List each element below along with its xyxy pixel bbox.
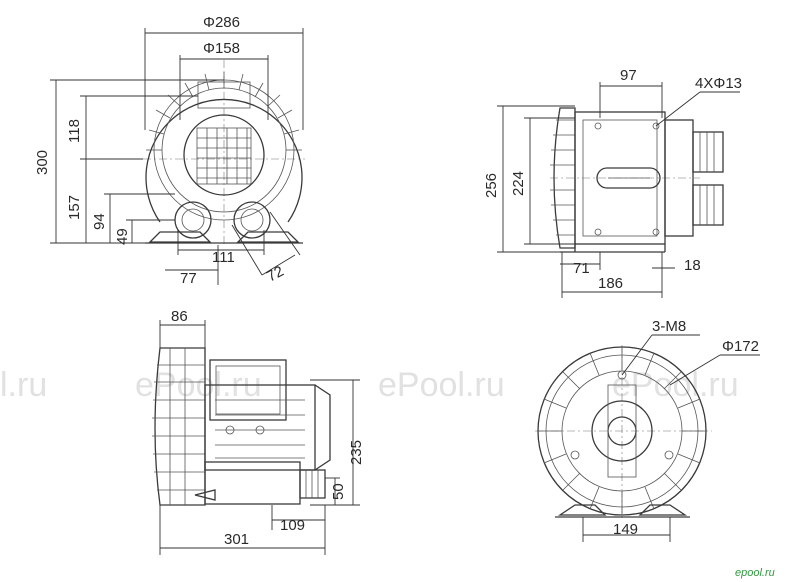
dim-upper: 118 (66, 119, 83, 143)
dim-port-offset: 109 (280, 517, 305, 534)
dim-bolts: 4XΦ13 (695, 75, 742, 92)
dim-right-offset: 18 (684, 257, 701, 274)
dim-foot-width: 149 (613, 521, 638, 538)
watermark-3: ePool.ru (378, 366, 505, 404)
dim-port-spacing: 111 (212, 249, 235, 266)
dim-port-height-bottom: 50 (330, 483, 347, 500)
dim-thread: 3-M8 (652, 318, 686, 335)
dim-bottom-height: 235 (348, 440, 365, 465)
dim-height-total: 300 (34, 150, 51, 175)
dim-height-inner: 224 (510, 171, 527, 196)
dim-height-outer: 256 (483, 173, 500, 198)
bottom-view: 86 235 50 109 301 (152, 308, 365, 555)
dim-base-width: 186 (598, 275, 623, 292)
front-view: Φ286 Φ158 300 118 157 94 49 111 7 (34, 14, 305, 287)
rear-view: 3-M8 Φ172 149 (535, 318, 760, 542)
dim-left-offset: 71 (573, 260, 590, 277)
side-view: 97 4XΦ13 256 224 71 186 18 (483, 67, 742, 298)
dim-port-height: 94 (91, 213, 108, 230)
dim-total-length: 301 (224, 531, 249, 548)
watermark-1: l.ru (0, 366, 47, 404)
dim-inner-diameter: Φ158 (203, 40, 240, 57)
dim-pcd: Φ172 (722, 338, 759, 355)
dim-top-width: 97 (620, 67, 637, 84)
dim-lower: 157 (66, 195, 83, 220)
dim-foot-height: 49 (114, 228, 131, 245)
dim-angled: 72 (264, 263, 287, 286)
epool-logo: epool.ru (735, 567, 775, 579)
dim-left-width: 86 (171, 308, 188, 325)
dim-offset: 77 (180, 270, 197, 287)
dim-outer-diameter: Φ286 (203, 14, 240, 31)
